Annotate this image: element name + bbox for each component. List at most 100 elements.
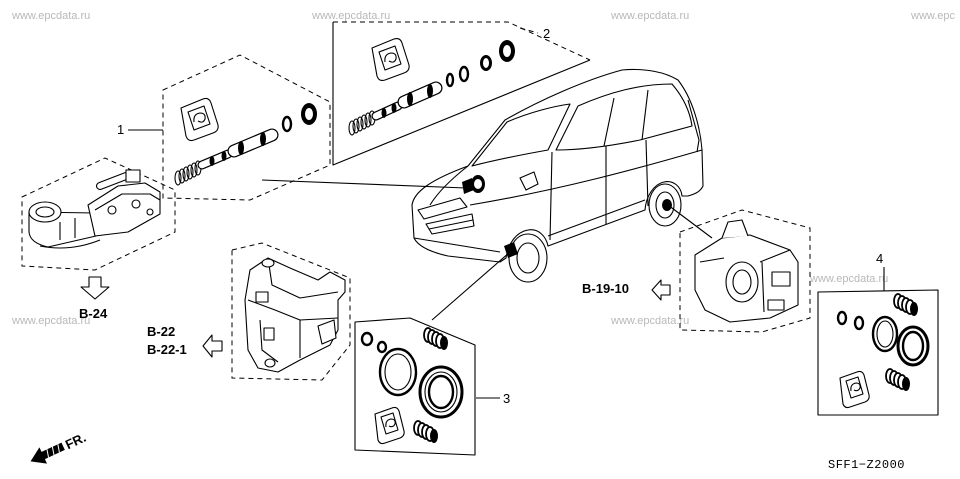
hood-line [429,165,469,206]
spring-coil [178,168,186,184]
callout-3[interactable]: 3 [503,391,510,406]
reservoir-seal [499,40,515,62]
small-o-ring [853,315,865,331]
kit-outline-dashed [333,21,591,61]
gasket-mark [193,112,206,123]
rim [655,191,675,219]
gasket [371,37,410,82]
gasket [180,97,219,142]
front-direction-indicator: FR. [30,430,88,464]
caliper-edge [699,257,725,263]
piston-seal [871,315,899,353]
group-outline [231,242,351,381]
diagram-code: SFF1−Z2000 [828,458,905,472]
pack-inner [380,412,399,435]
front-caliper-leader [431,251,511,321]
hollow-arrow-down-icon [80,276,110,300]
door-line [549,151,553,241]
spring-coil [190,162,198,178]
master-cylinder-body [462,178,474,194]
callout-4[interactable]: 4 [876,251,883,266]
caliper-outline [244,257,346,373]
piston-bore [725,261,759,303]
group-outline [21,157,176,271]
pin-boot [423,327,448,350]
seal-inner [384,353,412,391]
watermark: www.epcdata.ru [809,273,888,285]
group-outline [679,209,811,333]
rear-caliper-reference[interactable]: B-19-10 [582,279,671,301]
o-ring [458,65,470,83]
pack-mark [850,382,861,392]
reference-b-22[interactable]: B-22 [147,324,175,339]
reference-b-22-1[interactable]: B-22-1 [147,342,187,357]
callout-1[interactable]: 1 [117,122,124,137]
small-o-ring [360,331,374,347]
bracket-edge [94,193,161,211]
spring-coil [360,114,368,130]
ring-inner [483,58,489,68]
body-crease [469,149,703,206]
watermark: www.epcdata.ru [610,10,689,22]
piston-cup [391,103,397,113]
seal-outer [896,325,930,367]
watermark: www.epcdata.ru [11,10,90,22]
secondary-piston [371,101,403,121]
spring-coil [186,164,194,180]
arrow-hatch [51,446,55,455]
hollow-arrow-left-icon [202,334,223,358]
secondary-piston [197,149,233,170]
mounting-lug [721,219,749,239]
bleeder-block [125,169,141,183]
o-ring [445,72,455,88]
piston-bore-inner [732,269,752,295]
callout-2[interactable]: 2 [543,26,550,41]
grease-pack [839,370,870,409]
reference-b-19-10[interactable]: B-19-10 [582,281,629,296]
vehicle [411,68,704,283]
rear-caliper-location [662,199,672,211]
caliper-tab [263,327,275,341]
small-o-ring [376,340,388,354]
kit-outline [817,289,939,416]
seal-outer [378,347,418,397]
mounting-hole [261,258,275,268]
boot-end [902,377,910,391]
gasket-inner [187,105,211,131]
side-windows [555,83,693,151]
spring-coil [348,120,356,136]
slave-cylinder-group: B-24 [21,157,176,321]
pack-mark [385,418,396,428]
slave-cylinder-reference[interactable]: B-24 [79,276,110,321]
caliper-edge [761,261,765,313]
seal-inner [901,330,925,362]
reference-b-24[interactable]: B-24 [79,306,108,321]
seal-inner [305,108,313,120]
kit-outline [162,54,331,201]
piston-cup [407,92,413,106]
window-pillar [641,89,649,141]
door-line [645,139,649,207]
grille-slat [428,219,474,230]
seal-middle [424,371,458,413]
windshield [471,103,571,167]
pack-outline [374,406,405,445]
window-pillar [603,97,615,147]
pin-boot [885,368,910,391]
rim [516,242,540,274]
rear-caliper-seal-kit-4: 4 [817,251,939,416]
piston-seal [378,347,418,397]
mounting-hole [264,358,276,368]
caliper-edge [759,249,791,263]
front-caliper-reference[interactable]: B-22 B-22-1 [147,324,223,358]
spring [174,160,202,186]
spring-coil [356,116,364,132]
arrow-hatch [57,444,60,453]
hollow-arrow-left-icon [651,279,671,301]
primary-piston [397,81,443,109]
caliper-edge [259,319,279,363]
tail-light [687,99,700,153]
spring-coil [352,118,360,134]
slave-cylinder [28,169,161,249]
gasket-inner [378,45,402,71]
